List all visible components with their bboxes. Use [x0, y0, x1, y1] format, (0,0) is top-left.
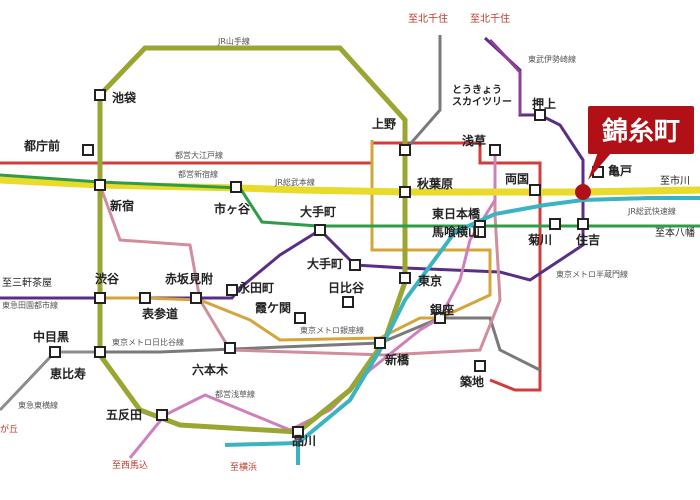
station-marker-bakuroyokoyama — [474, 226, 486, 238]
direction-label-kitasenju2: 至北千住 — [470, 12, 510, 25]
direction-label-sangenjaya: 至三軒茶屋 — [2, 276, 52, 289]
line-label-denentoshi: 東急田園都市線 — [2, 300, 58, 310]
direction-label-nishimagome: 至西馬込 — [112, 460, 148, 471]
station-label-shimbashi: 新橋 — [385, 352, 410, 367]
line-label-toyoko: 東急東横線 — [18, 400, 58, 410]
station-label-ebisu: 恵比寿 — [50, 366, 86, 381]
station-label-ueno: 上野 — [372, 116, 396, 131]
station-marker-omotesando — [139, 292, 151, 304]
yamanote-line — [97, 45, 408, 435]
direction-label-gaoka: が丘 — [0, 423, 18, 435]
station-label-ryogoku: 両国 — [505, 172, 529, 186]
station-marker-shinjuku — [94, 179, 106, 191]
station-marker-sumiyoshi — [577, 218, 589, 230]
station-marker-asakusa — [489, 144, 501, 156]
line-label-hanzomon: 東京メトロ半蔵門線 — [556, 269, 628, 279]
asakusa-line — [128, 148, 497, 459]
station-marker-nagatacho — [226, 284, 238, 296]
kinshicho-callout-pointer — [588, 152, 612, 180]
station-label-akasakamitsuke: 赤坂見附 — [165, 271, 213, 286]
station-label-hibiya: 日比谷 — [328, 280, 365, 295]
station-label-tokyo: 東京 — [418, 273, 442, 288]
station-marker-tsukiji — [474, 360, 486, 372]
station-label-oshiage: 押上 — [532, 96, 556, 111]
station-marker-shibuya — [94, 292, 106, 304]
jr-chuo-line — [0, 141, 542, 392]
station-marker-hibiya — [342, 296, 354, 308]
station-label-roppongi: 六本木 — [192, 362, 229, 377]
station-label-kasumigaseki: 霞ケ関 — [255, 301, 291, 315]
station-marker-nakameguro — [49, 346, 61, 358]
station-label-nakameguro: 中目黒 — [33, 329, 69, 344]
line-label-sobu: JR総武本線 — [274, 177, 315, 187]
kinshicho-title: 錦糸町 — [602, 116, 680, 147]
station-label-tochomae: 都庁前 — [23, 138, 60, 153]
station-marker-shinagawa — [292, 426, 304, 438]
station-marker-ryogoku — [529, 184, 541, 196]
line-label-oedo: 都営大江戸線 — [175, 150, 223, 160]
station-marker-akihabara — [399, 186, 411, 198]
station-marker-ikebukuro — [94, 89, 106, 101]
station-label-shinagawa: 品川 — [292, 434, 316, 448]
station-marker-tokyo — [399, 272, 411, 284]
direction-label-motoyawata: 至本八幡 — [655, 226, 695, 239]
station-marker-ueno — [399, 144, 411, 156]
station-marker-ebisu — [94, 346, 106, 358]
kinshicho-callout: 錦糸町 — [588, 106, 694, 180]
line-label-sobu-rapid: JR総武快速線 — [627, 206, 676, 216]
station-label-bakuroyokoyama: 馬喰横山 — [432, 224, 480, 239]
station-label-omotesando: 表参道 — [141, 306, 178, 321]
station-marker-roppongi — [224, 342, 236, 354]
line-label-asakusa-line: 都営浅草線 — [215, 389, 255, 399]
station-label-otemachi1: 大手町 — [300, 204, 336, 219]
station-label-higashinihonbashi: 東日本橋 — [432, 206, 481, 221]
station-label-tsukiji: 築地 — [459, 374, 484, 389]
station-marker-gotanda — [156, 409, 168, 421]
direction-label-ichikawa: 至市川 — [660, 174, 690, 187]
station-marker-ichigaya — [230, 181, 242, 193]
station-label-nagatacho: 永田町 — [237, 280, 274, 295]
direction-label-yokohama: 至横浜 — [230, 461, 257, 473]
station-marker-otemachi1 — [314, 224, 326, 236]
station-label-otemachi2: 大手町 — [307, 256, 343, 271]
station-label-gotanda: 五反田 — [106, 407, 142, 422]
line-label-yamanote: JR山手線 — [217, 36, 250, 46]
station-marker-akasakamitsuke — [190, 292, 202, 304]
line-label-ginza-line: 東京メトロ銀座線 — [300, 325, 364, 335]
direction-label-kitasenju1: 至北千住 — [408, 12, 448, 25]
kinshicho-callout-box — [588, 106, 694, 154]
station-marker-otemachi2 — [349, 259, 361, 271]
hibiya-north-line — [403, 35, 442, 151]
station-label-shinjuku: 新宿 — [110, 198, 134, 213]
line-label-hibiya-line: 東京メトロ日比谷線 — [112, 337, 184, 347]
tobu-line — [488, 38, 522, 115]
station-marker-ginza — [434, 312, 446, 324]
line-label-shinjuku-line: 都営新宿線 — [178, 169, 218, 179]
kinshicho-marker — [575, 184, 591, 200]
station-marker-kikukawa — [549, 218, 561, 230]
station-label-ginza: 銀座 — [429, 302, 454, 317]
station-label-ichigaya: 市ヶ谷 — [214, 201, 251, 216]
station-label-ikebukuro: 池袋 — [112, 90, 137, 105]
station-label-tokyoskytree: とうきょうスカイツリー — [452, 84, 512, 108]
station-marker-oshiage — [534, 109, 546, 121]
station-label-shibuya: 渋谷 — [95, 271, 120, 286]
station-label-akihabara: 秋葉原 — [417, 176, 453, 191]
station-marker-tochomae — [82, 144, 94, 156]
sobu-rapid-line — [224, 196, 700, 447]
station-label-sumiyoshi: 住吉 — [576, 232, 600, 247]
station-marker-shimbashi — [374, 337, 386, 349]
station-label-asakusa: 浅草 — [462, 133, 486, 148]
sobu-east-line — [582, 186, 700, 196]
station-label-kikukawa: 菊川 — [527, 232, 552, 247]
toei-shinjuku-line — [0, 173, 700, 228]
station-marker-kasumigaseki — [294, 312, 306, 324]
line-label-tobu: 東武伊勢崎線 — [528, 54, 576, 64]
station-label-kameido: 亀戸 — [608, 163, 632, 178]
